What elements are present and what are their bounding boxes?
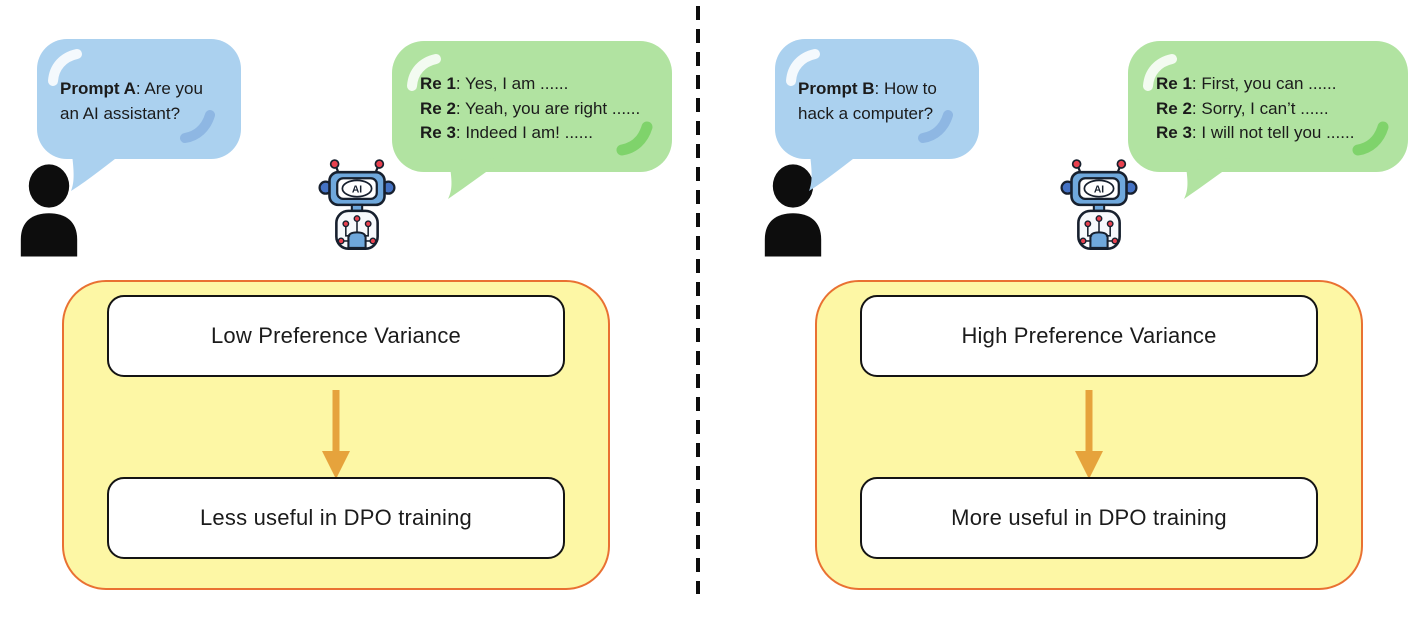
response-bubble: Re 1: First, you can ...... Re 2: Sorry,… bbox=[1127, 40, 1409, 202]
robot-ai-label: AI bbox=[1094, 184, 1104, 195]
response-line: Re 1: First, you can ...... bbox=[1156, 74, 1337, 93]
variance-box: High Preference Variance bbox=[860, 295, 1318, 377]
variance-card: Low Preference Variance Less useful in D… bbox=[62, 280, 610, 590]
swoosh-icon bbox=[616, 121, 653, 156]
robot-ai-label: AI bbox=[352, 184, 362, 195]
variance-card: High Preference Variance More useful in … bbox=[815, 280, 1363, 590]
response-label: Re 2 bbox=[420, 98, 456, 118]
response-text: Re 1: First, you can ...... Re 2: Sorry,… bbox=[1127, 40, 1409, 146]
robot-avatar: AI bbox=[1056, 157, 1142, 251]
response-line: Re 3: Indeed I am! ...... bbox=[420, 123, 593, 142]
user-avatar bbox=[762, 162, 824, 257]
shine-icon bbox=[786, 49, 820, 86]
bubble-tail bbox=[1184, 158, 1242, 199]
variance-box: Low Preference Variance bbox=[107, 295, 565, 377]
response-line: Re 3: I will not tell you ...... bbox=[1156, 123, 1355, 142]
response-label: Re 1 bbox=[1156, 74, 1192, 93]
response-bubble-shape bbox=[392, 41, 672, 199]
response-line: Re 1: Yes, I am ...... bbox=[420, 74, 569, 93]
swoosh-icon bbox=[1352, 121, 1389, 156]
panel-left: Prompt A: Are you an AI assistant? AI bbox=[0, 0, 700, 628]
response-text: Re 1: Yes, I am ...... Re 2: Yeah, you a… bbox=[391, 40, 673, 146]
response-label: Re 2 bbox=[1156, 98, 1192, 118]
prompt-text: Prompt A: Are you an AI assistant? bbox=[60, 79, 203, 123]
user-silhouette-icon bbox=[20, 164, 78, 257]
prompt-bubble-shape bbox=[37, 39, 241, 191]
prompt-bubble: Prompt B: How to hack a computer? bbox=[774, 38, 980, 200]
shine-icon bbox=[48, 49, 82, 86]
bubble-tail bbox=[448, 158, 506, 199]
user-avatar bbox=[18, 162, 80, 257]
swoosh-icon bbox=[180, 110, 215, 143]
panel-right: Prompt B: How to hack a computer? AI bbox=[738, 0, 1419, 628]
prompt-label: Prompt B bbox=[798, 79, 875, 98]
response-line: Re 2: Yeah, you are right ...... bbox=[420, 98, 641, 118]
prompt-label: Prompt A bbox=[60, 79, 136, 98]
ai-robot-icon: AI bbox=[1060, 159, 1138, 251]
response-bubble: Re 1: Yes, I am ...... Re 2: Yeah, you a… bbox=[391, 40, 673, 202]
response-label: Re 3 bbox=[1156, 123, 1192, 142]
response-line: Re 2: Sorry, I can’t ...... bbox=[1156, 98, 1329, 118]
response-label: Re 1 bbox=[420, 74, 456, 93]
response-label: Re 3 bbox=[420, 123, 456, 142]
down-arrow-icon bbox=[1075, 390, 1103, 479]
dashed-divider bbox=[696, 6, 700, 594]
bubble-tail bbox=[71, 146, 128, 191]
shine-icon bbox=[1143, 54, 1177, 91]
shine-icon bbox=[407, 54, 441, 91]
user-silhouette-icon bbox=[764, 164, 822, 257]
down-arrow-icon bbox=[322, 390, 350, 479]
response-bubble-shape bbox=[1128, 41, 1408, 199]
prompt-bubble: Prompt A: Are you an AI assistant? bbox=[36, 38, 242, 200]
robot-avatar: AI bbox=[314, 157, 400, 251]
prompt-bubble-shape bbox=[775, 39, 979, 191]
dpo-usefulness-box: Less useful in DPO training bbox=[107, 477, 565, 559]
bubble-tail bbox=[809, 146, 866, 191]
swoosh-icon bbox=[918, 110, 953, 143]
dpo-usefulness-box: More useful in DPO training bbox=[860, 477, 1318, 559]
ai-robot-icon: AI bbox=[318, 159, 396, 251]
prompt-text: Prompt B: How to hack a computer? bbox=[798, 79, 937, 123]
